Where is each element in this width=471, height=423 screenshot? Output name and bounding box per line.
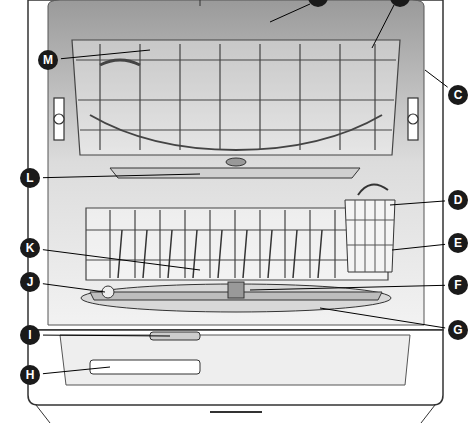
callout-letter: J — [20, 272, 40, 292]
leader-line — [43, 284, 105, 292]
leader-line — [320, 308, 445, 328]
leader-line — [43, 335, 170, 337]
leader-line — [43, 250, 200, 270]
callout-letter: M — [38, 50, 58, 70]
leader-line — [392, 244, 445, 250]
callout-letter: I — [20, 325, 40, 345]
callout-letter: H — [20, 365, 40, 385]
callout-letter: D — [448, 190, 468, 210]
callout-letter: C — [448, 85, 468, 105]
leader-line — [425, 70, 448, 87]
callout-letter: E — [448, 233, 468, 253]
leader-line — [61, 50, 150, 59]
callout-letter: L — [20, 168, 40, 188]
leader-line — [43, 367, 110, 374]
callout-letter: K — [20, 238, 40, 258]
callout-letter: F — [448, 275, 468, 295]
leader-line — [250, 285, 445, 290]
leader-line — [390, 201, 445, 205]
callout-letter: G — [448, 320, 468, 340]
leader-line — [43, 174, 200, 178]
